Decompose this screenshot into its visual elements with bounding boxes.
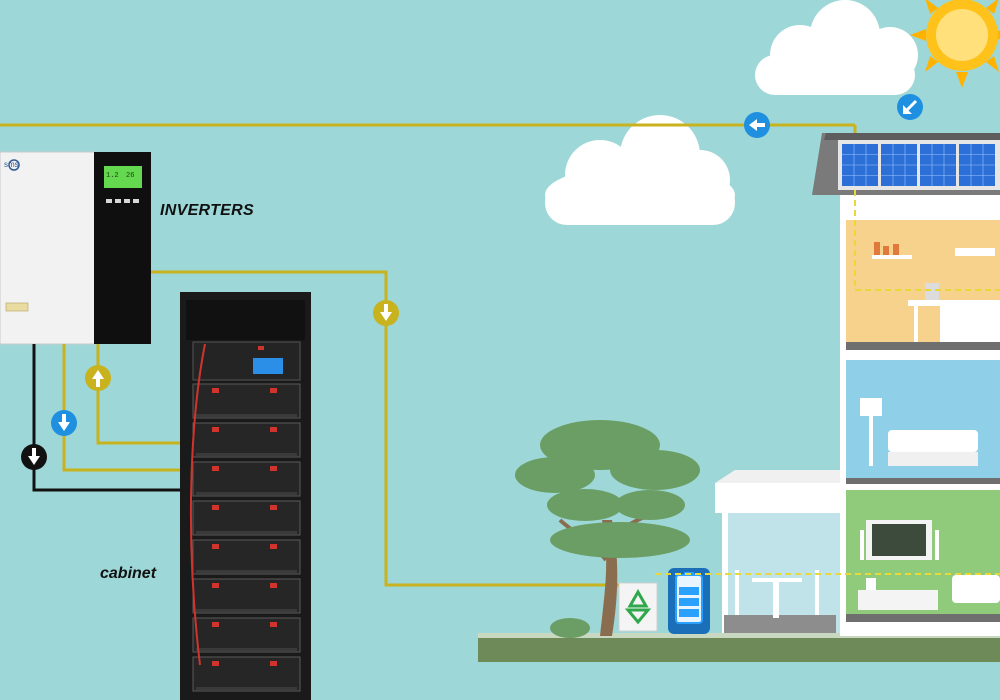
tree-icon	[515, 420, 700, 638]
inverters-label: INVERTERS	[160, 202, 254, 219]
arrow-down-left-icon	[897, 94, 923, 120]
arrow-down-icon	[51, 410, 77, 436]
cabinet-label: cabinet	[100, 565, 157, 582]
solar-cell	[959, 144, 995, 186]
arrow-up-icon	[85, 365, 111, 391]
wire-house-dashed	[854, 190, 1000, 291]
wire-black-loop	[32, 344, 183, 492]
inverter-unit	[0, 151, 151, 345]
battery-module	[192, 461, 301, 497]
solar-cell	[920, 144, 956, 186]
arrow-left-icon	[744, 112, 770, 138]
wire-yellow-loop-2	[96, 344, 183, 445]
battery-module	[192, 578, 301, 614]
battery-module	[192, 539, 301, 575]
battery-module	[192, 617, 301, 653]
cloud-icon	[755, 0, 918, 95]
cloud-icon	[545, 115, 735, 225]
recycle-icon	[618, 582, 658, 632]
battery-module	[192, 422, 301, 458]
inverter-lcd-left-value: 1.2	[106, 172, 119, 180]
ground	[478, 636, 1000, 662]
arrow-down-icon	[373, 300, 399, 326]
arrow-down-icon	[21, 444, 47, 470]
battery-module	[192, 500, 301, 536]
battery-icon	[668, 568, 710, 634]
inverter-lcd-right-value: 26	[126, 172, 135, 180]
solar-cell	[881, 144, 917, 186]
battery-module	[192, 383, 301, 419]
sun-icon	[910, 0, 1000, 88]
house-icon	[715, 133, 1000, 636]
wire-inverter-to-cabinet-yellow	[151, 270, 655, 587]
battery-cabinet	[180, 292, 311, 700]
inverter-brand-label: sms	[4, 160, 19, 169]
battery-module	[192, 656, 301, 692]
inverter-lcd	[104, 166, 142, 188]
wire-yellow-loop-1	[62, 344, 183, 472]
solar-cell	[842, 144, 878, 186]
solar-panel-icon	[838, 140, 1000, 190]
